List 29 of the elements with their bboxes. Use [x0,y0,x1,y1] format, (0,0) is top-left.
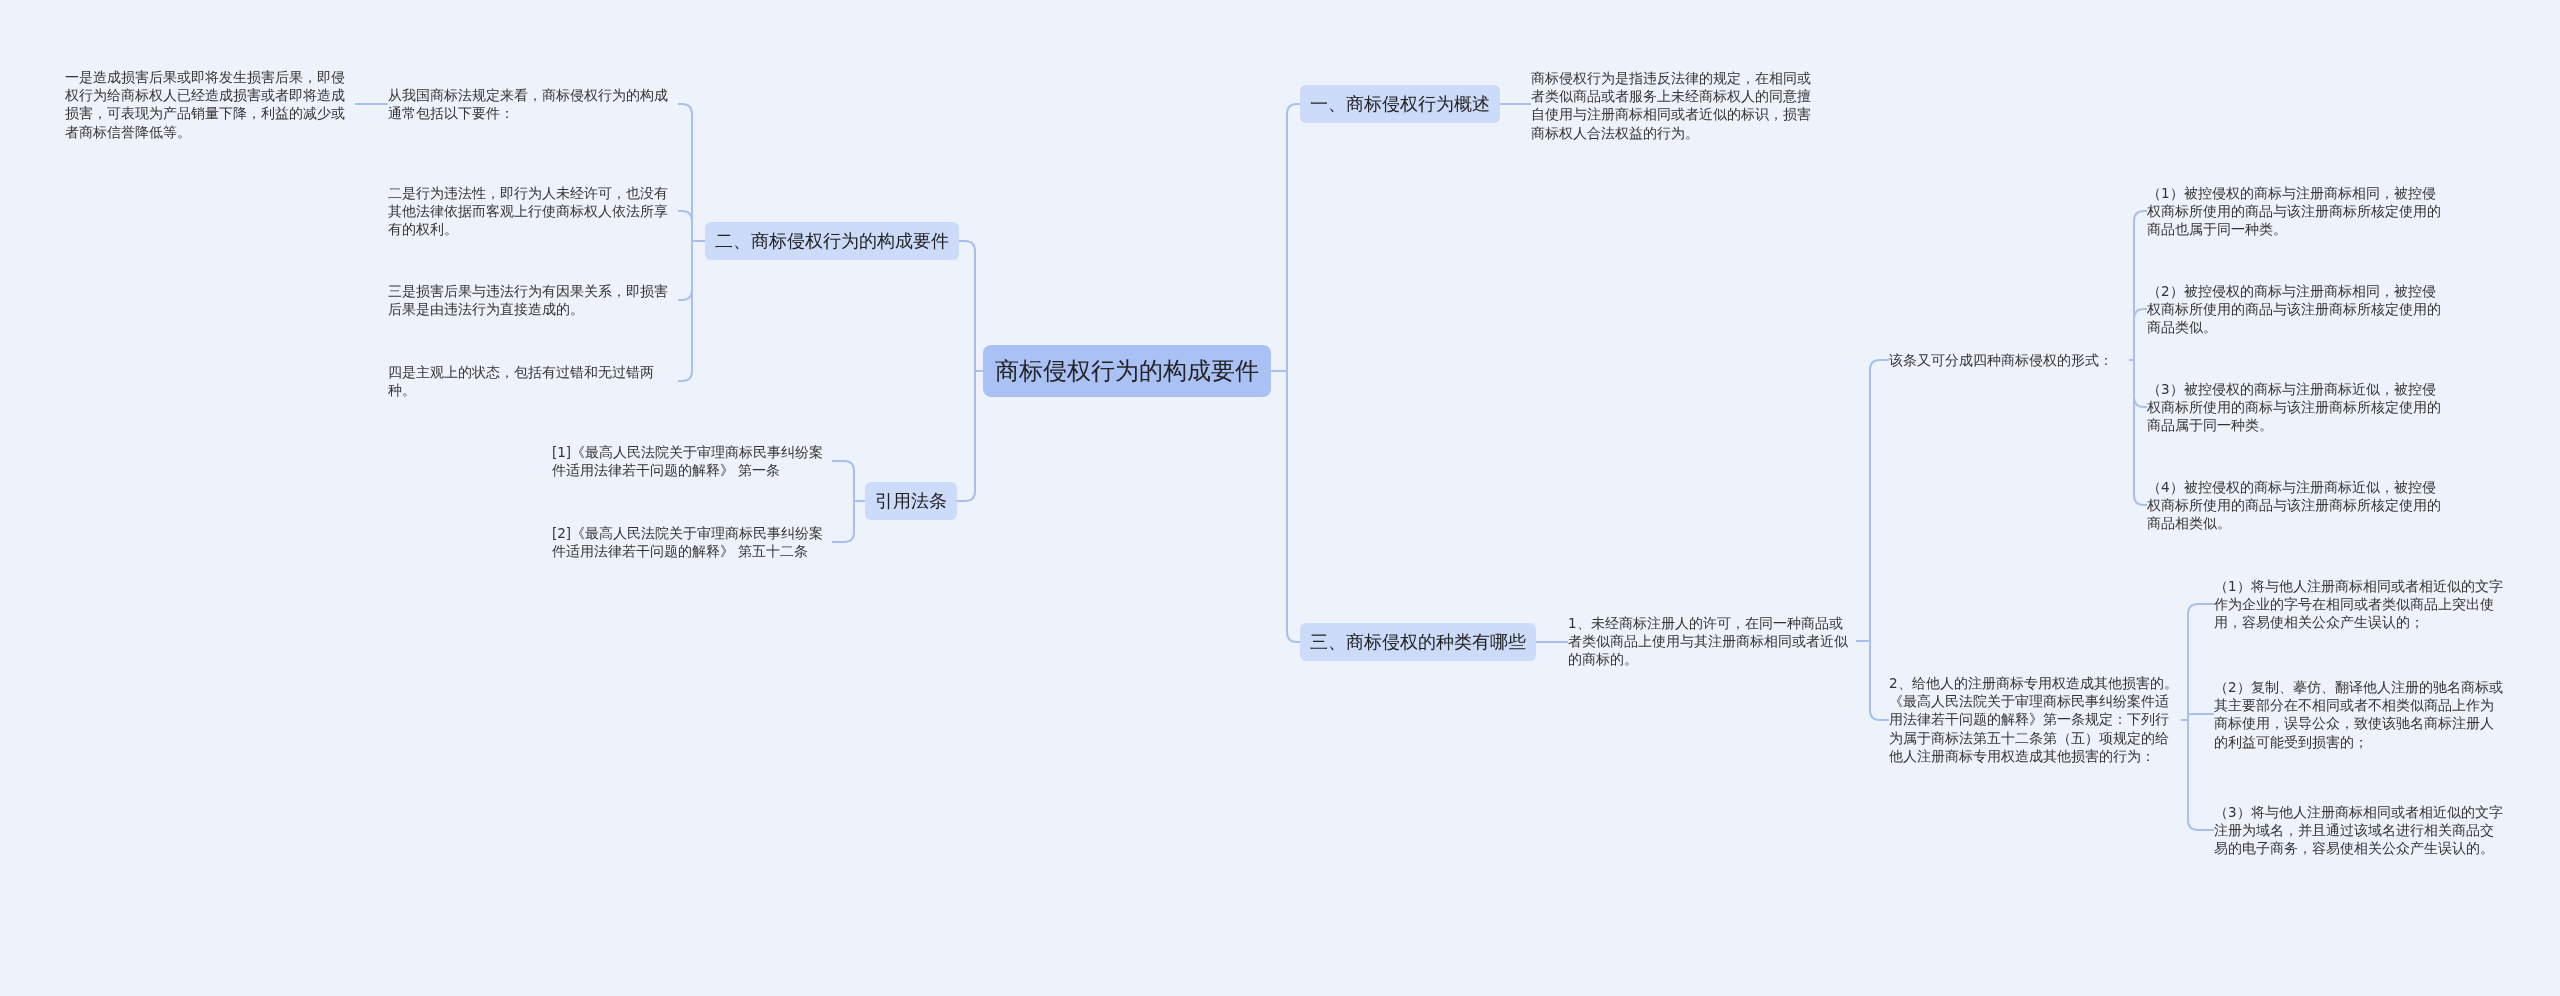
note-text: 从我国商标法规定来看，商标侵权行为的构成通常包括以下要件： [388,85,678,123]
note-text: 四是主观上的状态，包括有过错和无过错两种。 [388,362,678,400]
connector-line [677,240,706,382]
connector-line [1270,370,1301,643]
note-text: 1、未经商标注册人的许可，在同一种商品或者类似商品上使用与其注册商标相同或者近似的商标的。 [1568,613,1856,669]
note-text: 一是造成损害后果或即将发生损害后果，即侵权行为给商标权人已经造成损害或者即将造成损害，可表现为产品销量下降，利益的减少或者商标信誉降低等。 [65,67,355,141]
note-text: （1）被控侵权的商标与注册商标相同，被控侵权商标所使用的商品与该注册商标所核定使用的商品也属于同一种类。 [2147,183,2443,239]
note-text: 2、给他人的注册商标专用权造成其他损害的。《最高人民法院关于审理商标民事纠纷案件适用法律若干问题的解释》第一条规定：下列行为属于商标法第五十二条第（五）项规定的给他人注册商标专用权造成其他损害的行为： [1889,674,2181,766]
note-text: 商标侵权行为是指违反法律的规定，在相同或者类似商品或者服务上未经商标权人的同意擅自使用与注册商标相同或者近似的标识，损害商标权人合法权益的行为。 [1531,68,1821,142]
central-topic-box: 商标侵权行为的构成要件 [983,345,1271,397]
note-text: [1]《最高人民法院关于审理商标民事纠纷案件适用法律若干问题的解释》 第一条 [552,442,832,480]
topic-box: 三、商标侵权的种类有哪些 [1300,623,1536,661]
note-text: （1）将与他人注册商标相同或者相近似的文字作为企业的字号在相同或者类似商品上突出使用，容易使相关公众产生误认的； [2214,576,2504,632]
note-text: 该条又可分成四种商标侵权的形式： [1889,350,2129,370]
connector-line [831,500,866,543]
connector-line [1499,103,1532,105]
note-text: （4）被控侵权的商标与注册商标近似，被控侵权商标所使用的商品与该注册商标所核定使用的商品相类似。 [2147,477,2443,533]
note-text: 二是行为违法性，即行为人未经许可，也没有其他法律依据而客观上行使商标权人依法所享有的权利。 [388,183,678,239]
note-text: （3）将与他人注册商标相同或者相近似的文字注册为域名，并且通过该域名进行相关商品交易的电子商务，容易使相关公众产生误认的。 [2214,802,2504,858]
note-text: （2）复制、摹仿、翻译他人注册的驰名商标或其主要部分在不相同或者不相类似商品上作为商标使用，误导公众，致使该驰名商标注册人的利益可能受到损害的； [2214,677,2504,751]
note-text: 三是损害后果与违法行为有因果关系，即损害后果是由违法行为直接造成的。 [388,281,678,319]
connector-line [1535,641,1569,643]
note-text: （2）被控侵权的商标与注册商标相同，被控侵权商标所使用的商品与该注册商标所核定使用的商品类似。 [2147,281,2443,337]
note-text: [2]《最高人民法院关于审理商标民事纠纷案件适用法律若干问题的解释》 第五十二条 [552,523,832,561]
topic-box: 一、商标侵权行为概述 [1300,85,1500,123]
topic-box: 二、商标侵权行为的构成要件 [705,222,959,260]
connector-line [354,103,389,105]
note-text: （3）被控侵权的商标与注册商标近似，被控侵权商标所使用的商标与该注册商标所核定使用的商品属于同一种类。 [2147,379,2443,435]
topic-box: 引用法条 [865,482,957,520]
